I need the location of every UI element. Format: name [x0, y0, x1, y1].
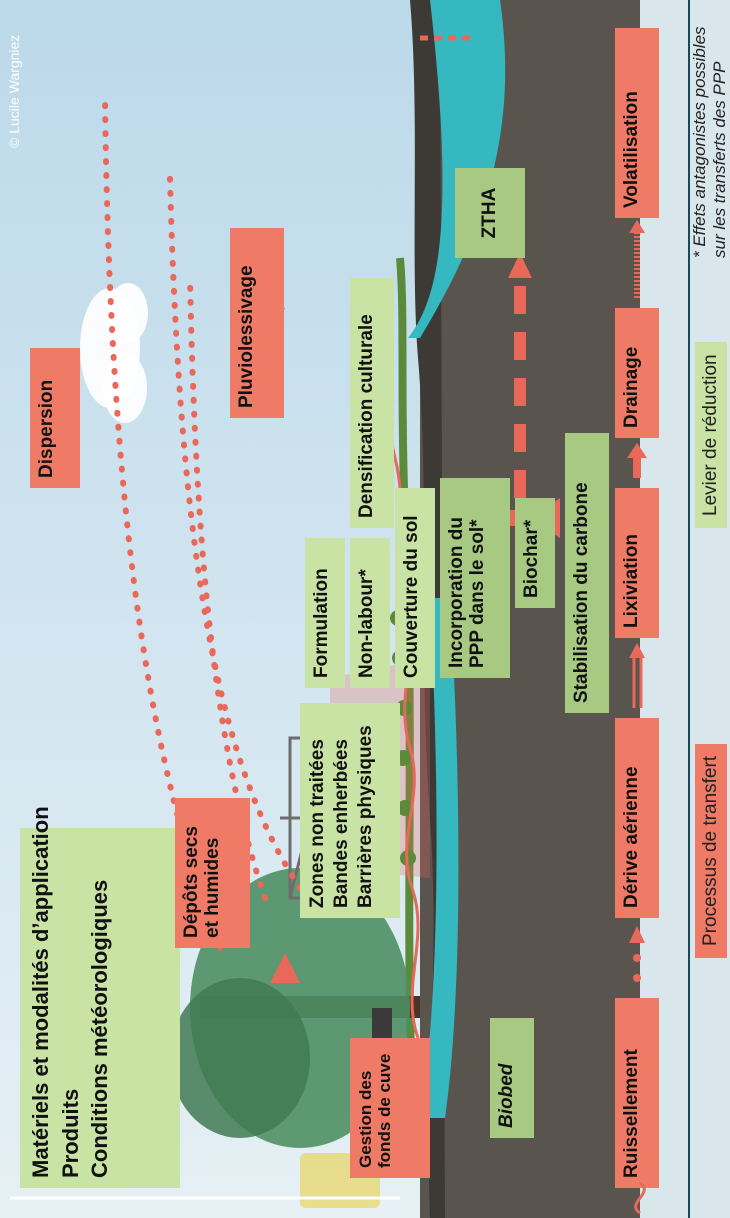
arrow-icon — [629, 643, 645, 658]
crop-density-box: Densification culturale — [350, 278, 394, 528]
dispersion-box: Dispersion — [30, 348, 80, 488]
legend-process-key: Processus de transfert — [695, 743, 727, 958]
factor-item: Produits — [57, 1088, 83, 1178]
soil — [420, 0, 640, 1218]
formulation-box: Formulation — [305, 538, 345, 688]
deposits-box: Dépôts secs et humides — [175, 798, 250, 948]
deposit-arrow — [270, 953, 300, 983]
dot — [633, 954, 641, 962]
water-body-left — [420, 598, 459, 1118]
dispersion-arc-1 — [167, 175, 303, 891]
deposits-line-2: et humides — [202, 837, 224, 938]
ztha-arrow — [508, 253, 532, 278]
photo-credit: © Lucile Wargniez — [6, 34, 22, 148]
factor-item: Matériels et modalités d’application — [28, 806, 53, 1178]
incorporation-line-2: PPP dans le sol* — [467, 519, 489, 668]
note-line-2: sur les transferts des PPP — [710, 61, 730, 258]
tank-line-1: Gestion des — [356, 1070, 375, 1168]
factor-item: Conditions météorologiques — [87, 879, 113, 1178]
factors-box: Matériels et modalités d’application Pro… — [20, 806, 180, 1188]
pluviolessivage-box: Pluviolessivage — [230, 228, 284, 418]
legend-note: * Effets antagonistes possibles sur les … — [690, 26, 730, 258]
arrow-icon — [627, 443, 647, 458]
biochar-box: Biochar* — [515, 498, 555, 608]
biobed-box: Biobed — [490, 1018, 534, 1138]
buffer-item: Barrières physiques — [354, 725, 376, 908]
arrow-icon — [629, 926, 645, 943]
no-till-box: Non-labour* — [350, 538, 390, 688]
cloud-icon — [80, 283, 148, 423]
buffer-levers-box: Zones non traitées Bandes enherbées Barr… — [300, 703, 400, 918]
buffer-item: Zones non traitées — [307, 739, 328, 908]
runoff-icon — [634, 1181, 646, 1215]
arrow-icon — [629, 220, 645, 233]
tank-management-box: Gestion des fonds de cuve — [350, 1038, 430, 1178]
ztha-box: ZTHA — [455, 168, 525, 258]
process-connectors — [627, 220, 647, 1215]
soil-cover-box: Couverture du sol — [395, 488, 435, 688]
incorporation-line-1: Incorporation du — [446, 517, 467, 668]
buffer-item: Bandes enherbées — [330, 739, 352, 908]
dot — [633, 974, 641, 982]
legend-lever-key: Levier de réduction — [695, 342, 727, 528]
deposits-line-1: Dépôts secs — [181, 826, 202, 938]
note-line-1: * Effets antagonistes possibles — [690, 26, 709, 258]
tank-line-2: fonds de cuve — [375, 1053, 395, 1168]
carbon-box: Stabilisation du carbone — [565, 433, 609, 713]
incorporation-box: Incorporation du PPP dans le sol* — [440, 478, 510, 678]
